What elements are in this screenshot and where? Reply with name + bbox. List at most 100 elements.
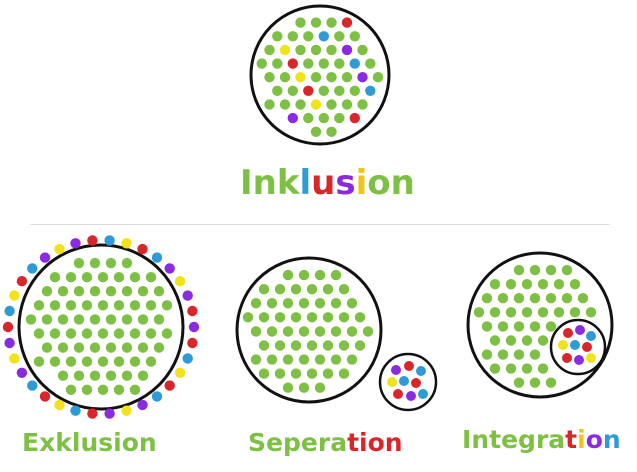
excluded-dot bbox=[164, 263, 175, 274]
green-dot bbox=[113, 384, 125, 395]
green-dot bbox=[330, 354, 342, 365]
integrated-dot bbox=[570, 340, 580, 350]
green-dot bbox=[545, 321, 557, 332]
green-dot bbox=[326, 72, 337, 83]
green-dot bbox=[545, 293, 557, 304]
green-dot bbox=[264, 99, 275, 110]
green-dot bbox=[65, 300, 77, 311]
green-dot bbox=[105, 342, 117, 353]
green-dot bbox=[97, 384, 109, 395]
exklusion-letter: o bbox=[121, 428, 139, 457]
green-dot bbox=[314, 298, 326, 309]
green-dot bbox=[113, 272, 125, 283]
green-dot bbox=[290, 368, 302, 379]
green-dot bbox=[73, 370, 85, 381]
green-dot bbox=[357, 99, 368, 110]
integration-letter: g bbox=[518, 425, 536, 454]
green-dot bbox=[272, 31, 283, 42]
green-dot bbox=[310, 72, 322, 83]
seperation-group bbox=[235, 256, 438, 412]
label-integration: Integration bbox=[462, 427, 621, 452]
colored-dot bbox=[349, 112, 360, 124]
green-dot bbox=[577, 293, 589, 304]
green-dot bbox=[279, 99, 291, 110]
green-dot bbox=[258, 340, 270, 351]
green-dot bbox=[553, 279, 565, 290]
green-dot bbox=[113, 328, 125, 339]
excluded-dot bbox=[174, 367, 186, 378]
green-dot bbox=[272, 58, 283, 69]
green-dot bbox=[137, 342, 149, 353]
inklusion-letter: I bbox=[240, 163, 253, 203]
inklusion-letter: l bbox=[299, 163, 312, 203]
green-dot bbox=[521, 335, 533, 346]
green-dot bbox=[129, 272, 141, 283]
green-dot bbox=[121, 257, 133, 269]
green-dot bbox=[521, 363, 533, 374]
green-dot bbox=[153, 314, 165, 325]
green-dot bbox=[295, 44, 306, 56]
green-dot bbox=[303, 112, 314, 124]
green-dot bbox=[89, 342, 101, 353]
green-dot bbox=[250, 326, 262, 337]
colored-dot bbox=[295, 72, 306, 83]
green-dot bbox=[266, 326, 278, 337]
green-dot bbox=[153, 286, 165, 297]
green-dot bbox=[338, 312, 350, 323]
green-dot bbox=[153, 342, 165, 353]
green-dot bbox=[529, 349, 541, 360]
green-dot bbox=[274, 284, 286, 295]
excluded-dot bbox=[16, 276, 28, 287]
green-dot bbox=[326, 99, 337, 110]
separated-dot bbox=[399, 376, 409, 386]
green-dot bbox=[33, 356, 45, 367]
green-dot bbox=[290, 284, 302, 295]
green-dot bbox=[354, 312, 366, 323]
green-dot bbox=[89, 257, 101, 269]
green-dot bbox=[287, 85, 298, 97]
excluded-dot bbox=[121, 238, 132, 249]
green-dot bbox=[341, 72, 353, 83]
colored-dot bbox=[341, 17, 353, 28]
excluded-dot bbox=[39, 252, 51, 263]
integrated-dot bbox=[586, 331, 596, 341]
excluded-dot bbox=[4, 305, 15, 317]
green-dot bbox=[489, 335, 501, 346]
excluded-dot bbox=[164, 380, 175, 391]
green-dot bbox=[318, 112, 329, 124]
excluded-dot bbox=[137, 399, 148, 411]
colored-dot bbox=[318, 31, 329, 42]
green-dot bbox=[326, 17, 337, 28]
exklusion-letter: l bbox=[71, 428, 81, 457]
separated-dot bbox=[416, 366, 426, 376]
green-dot bbox=[334, 31, 345, 42]
green-dot bbox=[129, 300, 141, 311]
green-dot bbox=[529, 377, 541, 388]
green-dot bbox=[537, 363, 549, 374]
exklusion-letter: x bbox=[39, 428, 56, 457]
exklusion-letter: k bbox=[55, 428, 72, 457]
excluded-dot bbox=[137, 243, 148, 255]
green-dot bbox=[505, 335, 517, 346]
green-dot bbox=[334, 112, 345, 124]
green-dot bbox=[298, 269, 310, 281]
seperation-letter: o bbox=[367, 428, 385, 457]
green-dot bbox=[362, 326, 374, 337]
green-dot bbox=[25, 314, 37, 325]
green-dot bbox=[279, 72, 291, 83]
integration-letter: t bbox=[489, 425, 502, 454]
integration-letter: a bbox=[548, 425, 566, 454]
green-dot bbox=[81, 356, 93, 367]
green-dot bbox=[89, 286, 101, 297]
green-dot bbox=[73, 314, 85, 325]
green-dot bbox=[65, 384, 77, 395]
green-dot bbox=[105, 314, 117, 325]
green-dot bbox=[357, 44, 368, 56]
green-dot bbox=[274, 368, 286, 379]
green-dot bbox=[145, 356, 157, 367]
green-dot bbox=[33, 300, 45, 311]
inklusion-letter: n bbox=[390, 163, 415, 203]
green-dot bbox=[65, 356, 77, 367]
integration-letter: n bbox=[602, 425, 621, 454]
colored-dot bbox=[341, 44, 353, 56]
